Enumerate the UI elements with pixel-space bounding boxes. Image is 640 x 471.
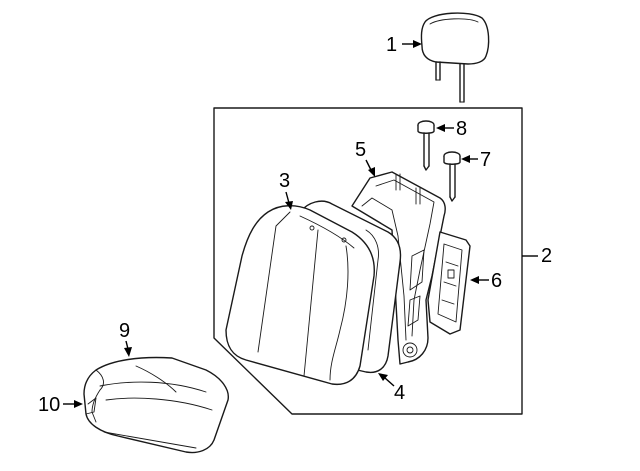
callout-1: 1 bbox=[386, 34, 422, 56]
callout-3-label: 3 bbox=[279, 170, 290, 192]
callout-5-label: 5 bbox=[355, 139, 366, 161]
bolt-7 bbox=[443, 151, 461, 202]
callout-6: 6 bbox=[470, 270, 502, 292]
callout-4-label: 4 bbox=[394, 382, 405, 404]
callout-6-label: 6 bbox=[491, 270, 502, 292]
back-panel bbox=[427, 231, 471, 335]
callout-5: 5 bbox=[355, 139, 375, 177]
callout-10-label: 10 bbox=[38, 394, 60, 416]
callout-9-label: 9 bbox=[119, 320, 130, 342]
callout-2-label: 2 bbox=[541, 245, 552, 267]
callout-7-label: 7 bbox=[480, 149, 491, 171]
callout-2: 2 bbox=[522, 245, 552, 267]
callout-3: 3 bbox=[279, 170, 293, 210]
callout-10: 10 bbox=[38, 394, 83, 416]
seat-back-cover bbox=[225, 205, 375, 386]
callout-8: 8 bbox=[436, 118, 467, 140]
callout-8-label: 8 bbox=[456, 118, 467, 140]
bolt-8 bbox=[417, 120, 435, 171]
callout-4: 4 bbox=[378, 373, 405, 404]
assembly-frame bbox=[213, 107, 523, 415]
callout-7: 7 bbox=[461, 149, 491, 171]
callout-9: 9 bbox=[119, 320, 132, 357]
callout-1-label: 1 bbox=[386, 34, 397, 56]
headrest bbox=[420, 12, 490, 103]
seat-cushion-cover bbox=[83, 356, 229, 454]
